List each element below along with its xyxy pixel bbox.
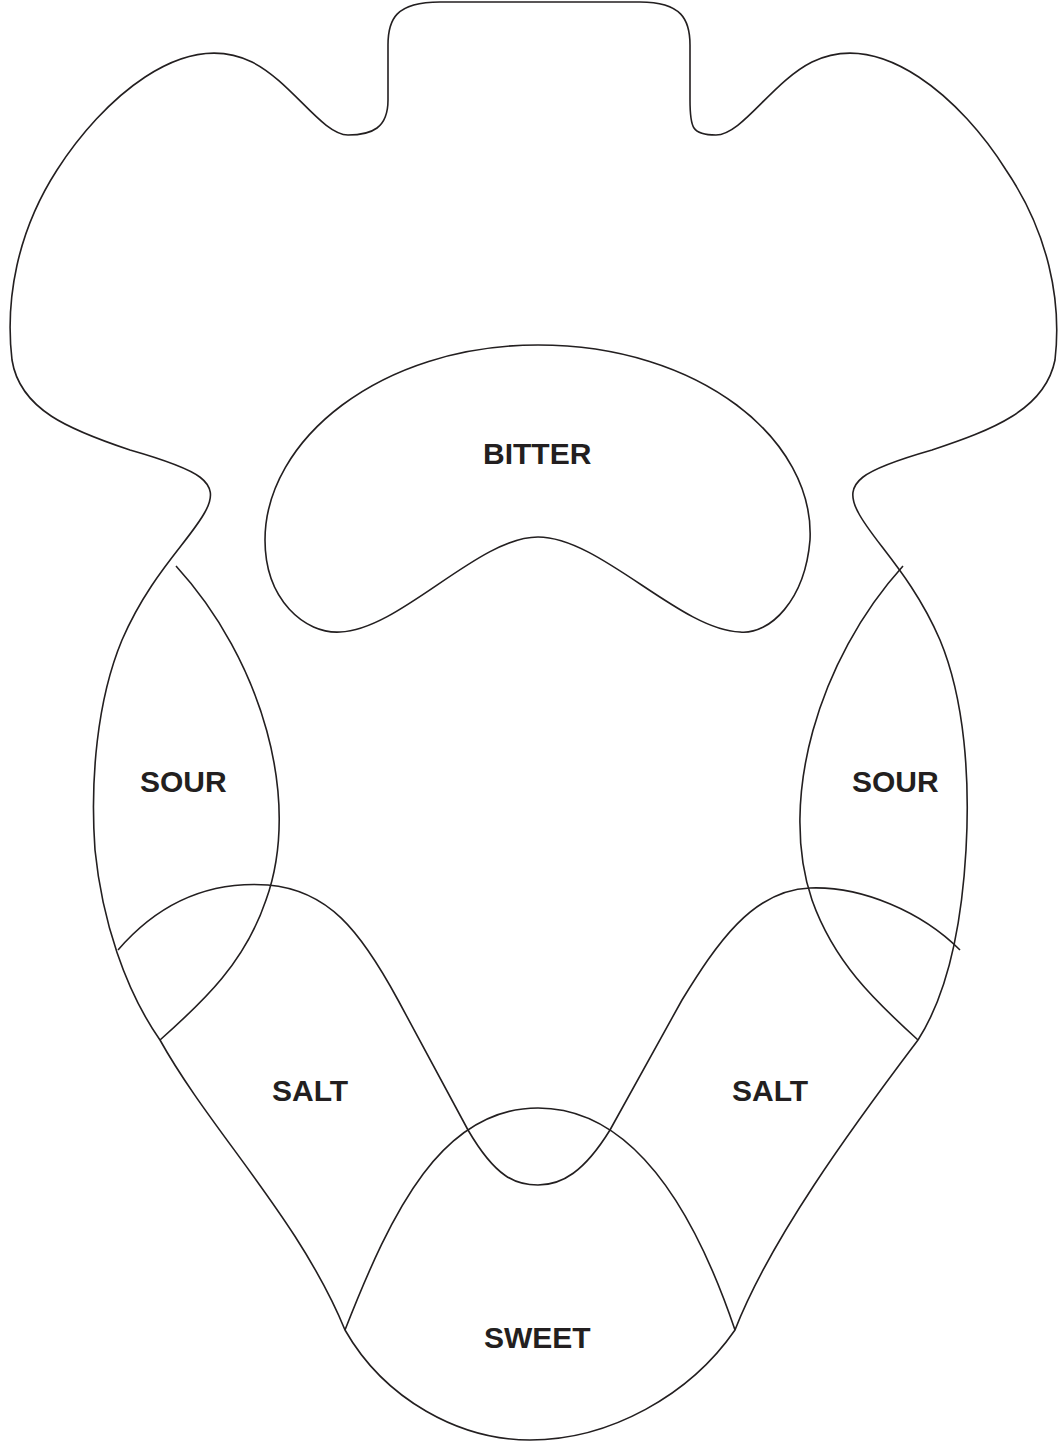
sour-region-label: SOUR	[846, 761, 945, 802]
tongue-outline	[10, 2, 1057, 1440]
bitter-region	[265, 345, 810, 632]
sweet-region-label: SWEET	[478, 1317, 597, 1358]
salt-region-label: SALT	[726, 1070, 814, 1111]
sour-right-boundary	[800, 566, 918, 1040]
sweet-boundary	[345, 1108, 735, 1330]
taste-label: SALT	[272, 1074, 348, 1107]
taste-label: BITTER	[483, 437, 591, 470]
taste-label: SOUR	[140, 765, 227, 798]
salt-region-label: SALT	[266, 1070, 354, 1111]
salt-boundary	[118, 885, 960, 1185]
taste-label: SALT	[732, 1074, 808, 1107]
sour-region-label: SOUR	[134, 761, 233, 802]
sour-left-boundary	[160, 566, 279, 1040]
taste-label: SWEET	[484, 1321, 591, 1354]
bitter-region-label: BITTER	[477, 433, 597, 474]
taste-label: SOUR	[852, 765, 939, 798]
